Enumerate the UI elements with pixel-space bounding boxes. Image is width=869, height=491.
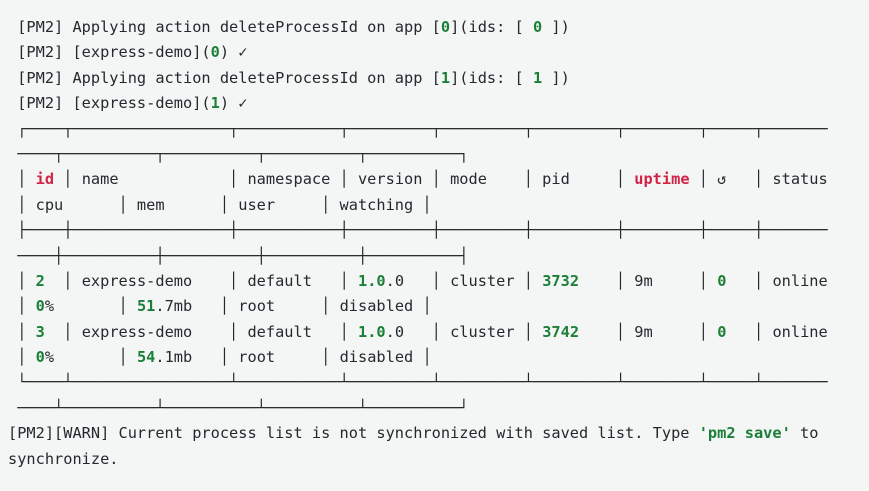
table-border-top-1: ┌────┬─────────────────┬───────────┬────… [8,119,828,138]
action-delete-app-0: [PM2] Applying action deleteProcessId on… [8,18,570,36]
table-border-bottom-1: └────┴─────────────────┴───────────┴────… [8,373,828,392]
action-result-app-0: [PM2] [express-demo](0) ✓ [8,43,248,62]
warning-line-1: [PM2][WARN] Current process list is not … [8,424,819,443]
table-header-row-2: │ cpu │ mem │ user │ watching │ [8,195,432,214]
terminal-output: [PM2] Applying action deleteProcessId on… [8,15,861,472]
table-row-2-part-1: │ 3 │ express-demo │ default │ 1.0.0 │ c… [8,322,828,341]
action-delete-app-1: [PM2] Applying action deleteProcessId on… [8,68,570,87]
table-row-1-part-1: │ 2 │ express-demo │ default │ 1.0.0 │ c… [8,271,828,290]
table-border-mid-1: ├────┼─────────────────┼───────────┼────… [8,221,828,240]
table-row-1-part-2: │ 0% │ 51.7mb │ root │ disabled │ [8,297,432,316]
table-border-bottom-2: ────┴──────────┴──────────┴──────────┴──… [8,398,469,417]
table-row-2-part-2: │ 0% │ 54.1mb │ root │ disabled │ [8,348,432,367]
warning-line-2: synchronize. [8,449,119,468]
action-result-app-1: [PM2] [express-demo](1) ✓ [8,94,248,113]
table-border-top-2: ────┬──────────┬──────────┬──────────┬──… [8,144,469,163]
table-border-mid-2: ────┼──────────┼──────────┼──────────┼──… [8,246,469,265]
table-header-row-1: │ id │ name │ namespace │ version │ mode… [8,170,828,189]
